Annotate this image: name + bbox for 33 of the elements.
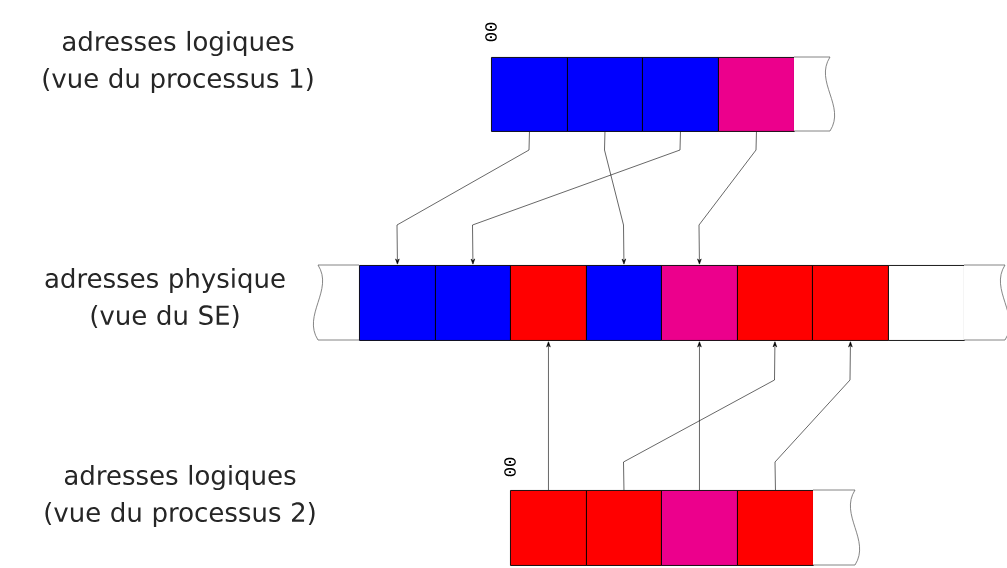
arrow bbox=[697, 341, 702, 491]
memory-cell bbox=[586, 265, 662, 341]
memory-cell bbox=[661, 265, 738, 341]
arrow bbox=[623, 341, 777, 491]
memory-cell bbox=[491, 57, 568, 132]
memory-cell bbox=[793, 56, 835, 132]
memory-cell bbox=[812, 265, 889, 341]
memory-cell bbox=[359, 265, 436, 341]
arrow bbox=[395, 131, 530, 265]
row-label: adresses logiques (vue du processus 1) bbox=[43, 30, 313, 94]
memory-cell bbox=[737, 265, 813, 341]
row-label: adresses physique (vue du SE) bbox=[45, 267, 285, 329]
memory-cell bbox=[567, 57, 643, 132]
memory-cell bbox=[510, 490, 587, 566]
arrow bbox=[604, 131, 626, 265]
memory-cell bbox=[737, 490, 814, 566]
memory-cell bbox=[313, 264, 360, 341]
memory-cell bbox=[963, 264, 1007, 341]
memory-cell bbox=[435, 265, 511, 341]
memory-cell bbox=[642, 57, 719, 132]
memory-cell bbox=[661, 490, 738, 566]
origin-label: 00 bbox=[504, 457, 516, 477]
memory-cell bbox=[812, 489, 860, 566]
origin-label: 00 bbox=[485, 22, 497, 42]
memory-cell bbox=[718, 57, 795, 132]
arrow bbox=[774, 341, 853, 491]
memory-cell bbox=[888, 265, 965, 341]
arrow bbox=[546, 341, 551, 491]
memory-cell bbox=[510, 265, 587, 341]
arrow bbox=[697, 131, 757, 265]
row-label: adresses logiques (vue du processus 2) bbox=[45, 464, 315, 528]
arrow bbox=[470, 131, 681, 265]
memory-cell bbox=[586, 490, 662, 566]
